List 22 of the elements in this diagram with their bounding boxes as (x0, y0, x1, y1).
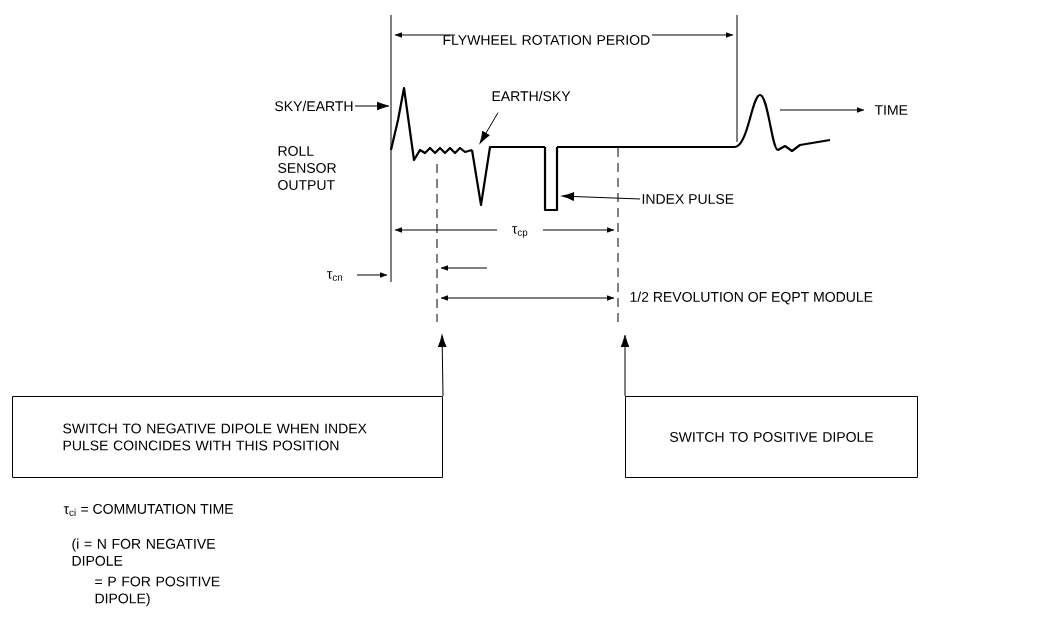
legend-text: τ$_{ci}$ = COMMUTATION TIME (63, 503, 233, 516)
dimension-label: FLYWHEEL ROTATION PERIOD (443, 35, 650, 45)
callout-text: INDEX PULSE (642, 194, 734, 204)
legend-text: = P FOR POSITIVE DIPOLE) (95, 576, 220, 607)
legend-text: (i = N FOR NEGATIVE DIPOLE (72, 538, 215, 566)
dimension-label: τ$_{cp}$ (512, 226, 528, 238)
arrow (620, 334, 630, 397)
leader-line (479, 112, 499, 144)
axis-label: ROLL SENSOR OUTPUT (278, 146, 336, 190)
waveform-peak (389, 86, 473, 162)
dimension-label: τ$_{cn}$ (327, 271, 343, 281)
note-box: SWITCH TO NEGATIVE DIPOLE WHEN INDEX PULSE COINCIDES WITH THIS POSITION (12, 396, 443, 478)
dimension-label: 1/2 REVOLUTION OF EQPT MODULE (630, 291, 873, 305)
index-pulse-notch (543, 147, 559, 212)
waveform-dip (470, 145, 545, 207)
leader-line (561, 192, 641, 201)
callout-text: EARTH/SKY (492, 90, 571, 102)
leader-line (354, 101, 390, 111)
callout-text: SKY/EARTH (275, 100, 353, 112)
axis-label: TIME (874, 105, 908, 115)
note-box: SWITCH TO POSITIVE DIPOLE (625, 396, 918, 478)
arrow (438, 334, 447, 397)
